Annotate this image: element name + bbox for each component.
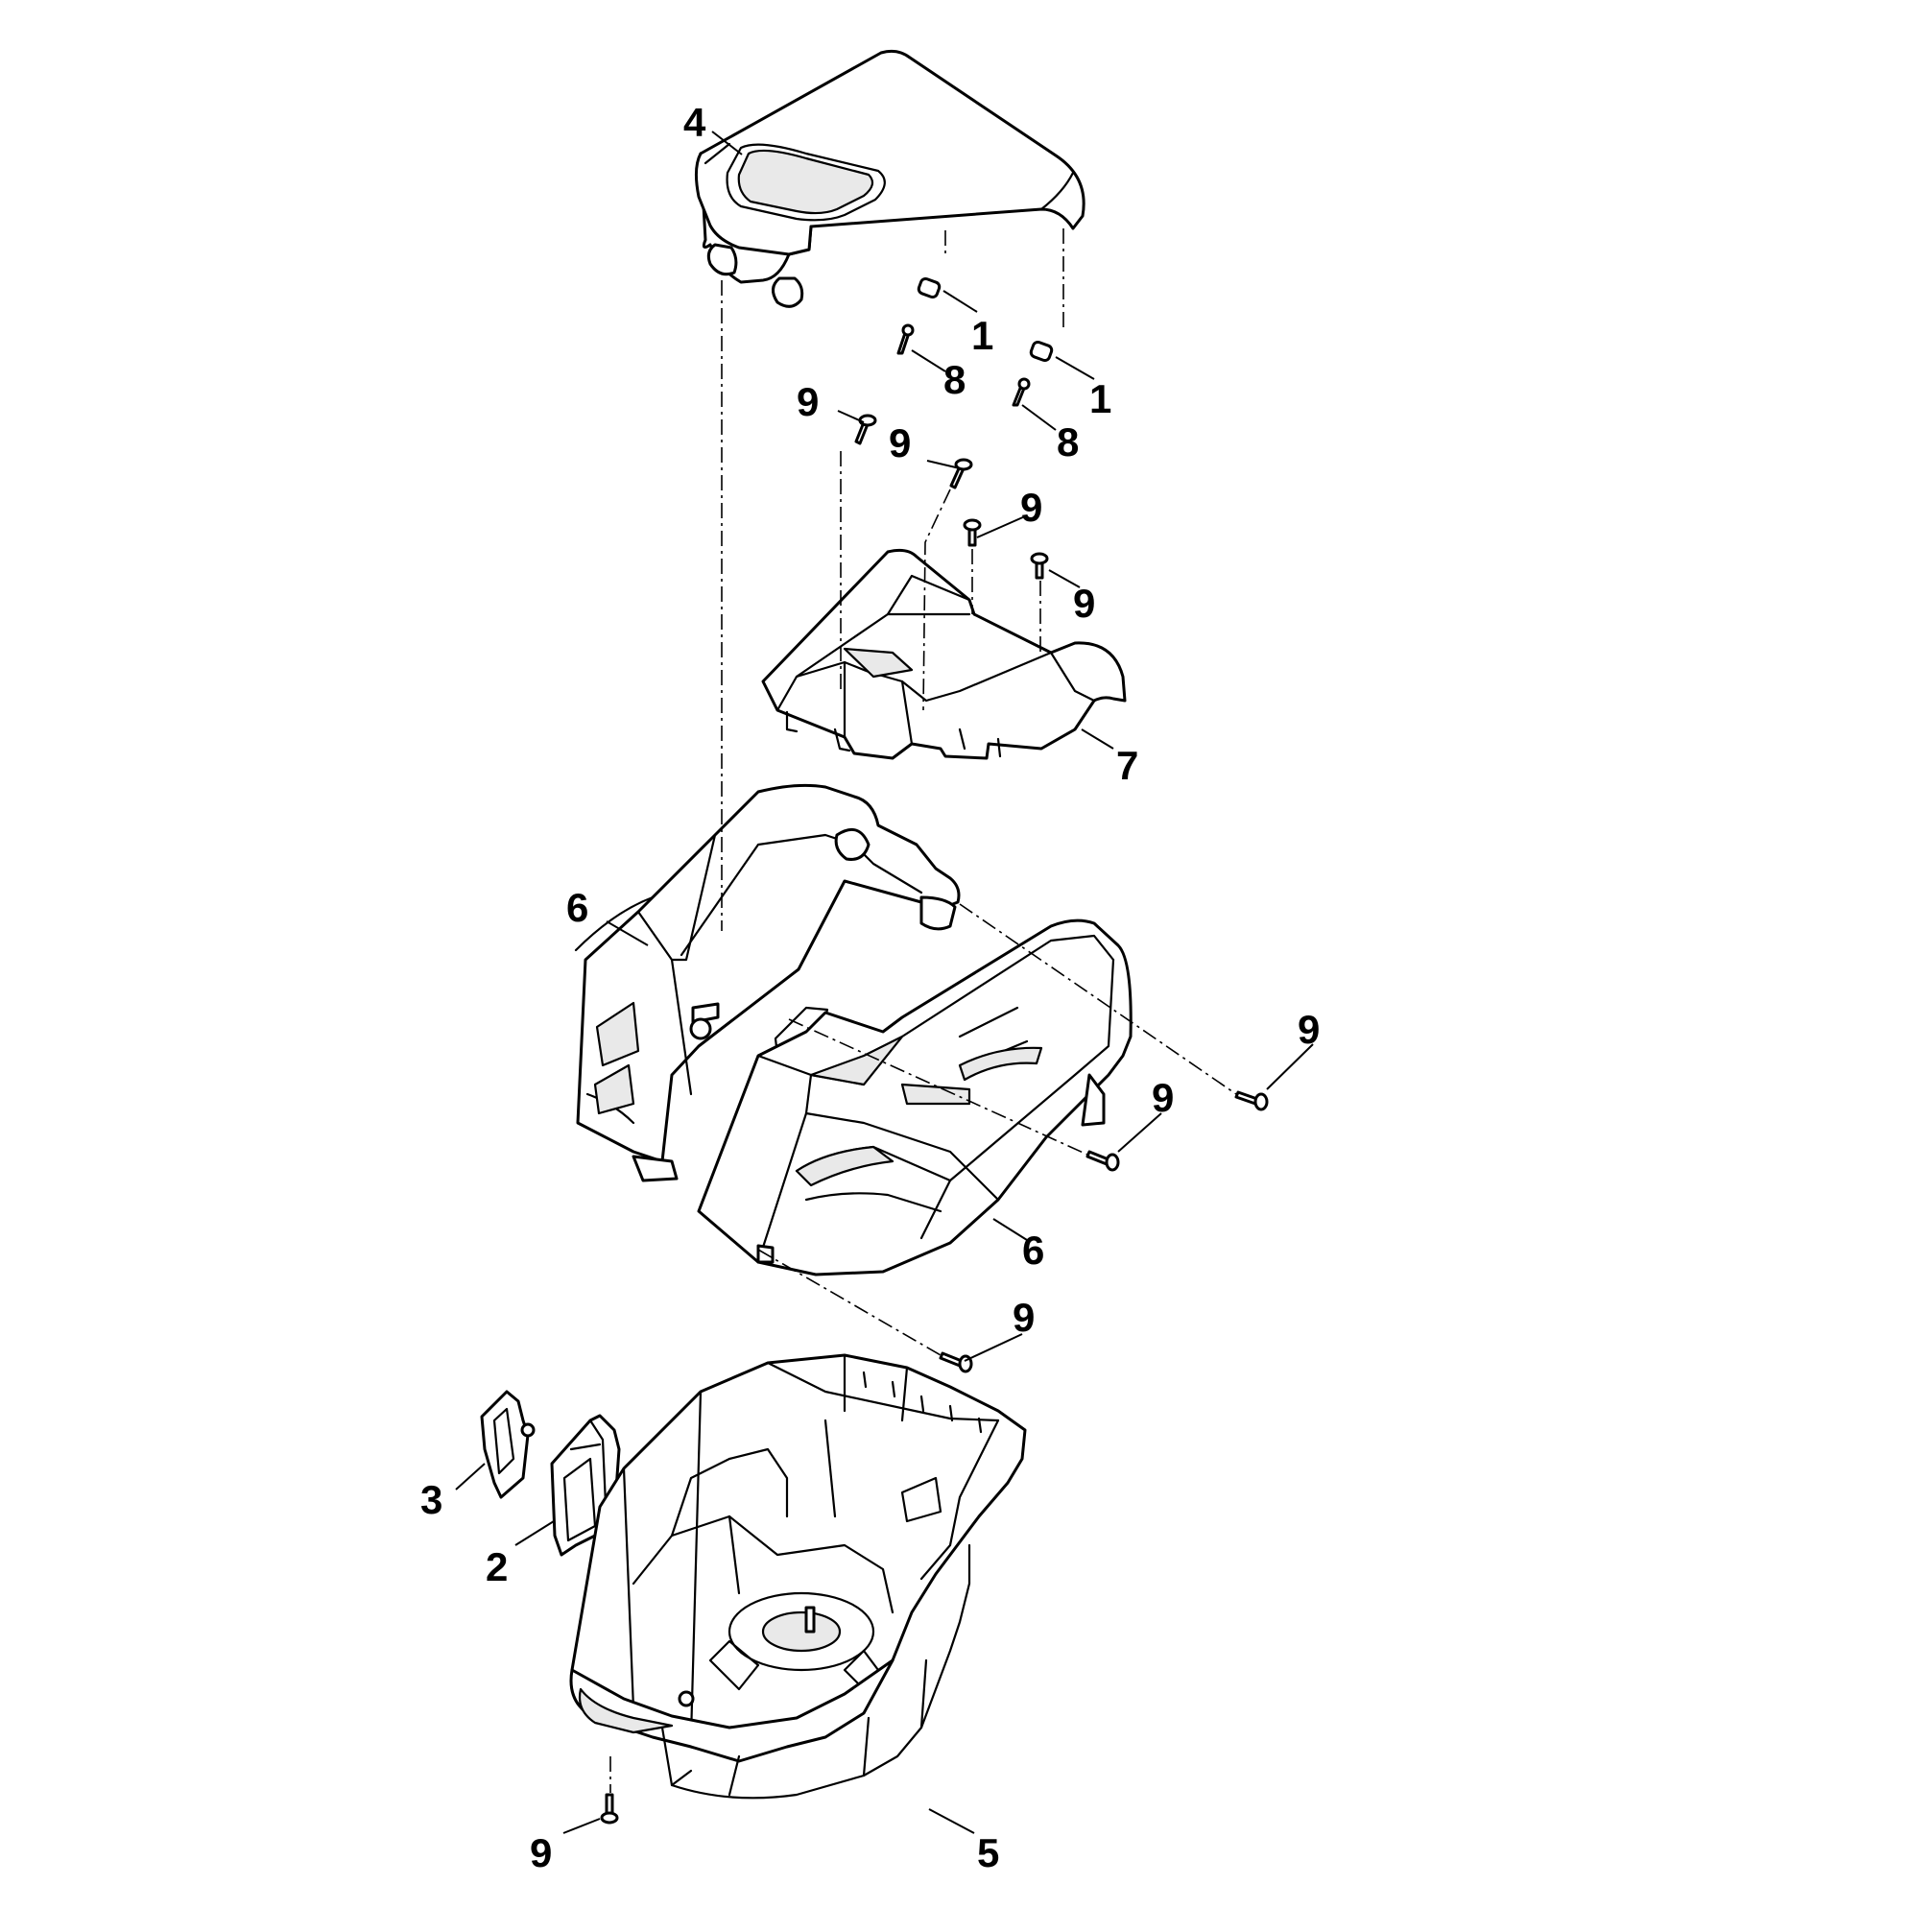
callout-9-c: 9 (1020, 485, 1042, 530)
callout-8-a: 8 (943, 357, 966, 402)
callout-6-a: 6 (566, 885, 588, 930)
part-6-housing-left (574, 783, 961, 1182)
callout-5: 5 (977, 1830, 999, 1875)
callout-4: 4 (683, 100, 706, 145)
part-6-housing-right (697, 918, 1133, 1276)
part-5-base-housing (569, 1353, 1027, 1800)
part-1-pin-a (917, 276, 942, 299)
callout-9-f: 9 (1152, 1075, 1174, 1120)
callout-1-b: 1 (1089, 376, 1111, 421)
part-8-screw-a (896, 323, 915, 355)
part-9-screw-d (1030, 552, 1049, 580)
callout-6-b: 6 (1022, 1228, 1044, 1273)
callout-9-d: 9 (1073, 581, 1095, 626)
assembly-lines (609, 228, 1237, 1793)
part-9-screw-c (963, 518, 982, 547)
part-9-screw-e (1234, 1090, 1269, 1111)
part-9-screw-h (600, 1793, 619, 1825)
callout-9-e: 9 (1298, 1007, 1320, 1052)
callout-9-h: 9 (530, 1830, 552, 1875)
part-9-screw-b (949, 458, 973, 489)
part-9-screw-f (1085, 1150, 1120, 1172)
callout-9-g: 9 (1013, 1295, 1035, 1340)
callout-8-b: 8 (1057, 419, 1079, 465)
callout-1-a: 1 (971, 313, 993, 358)
part-1-pin-b (1029, 340, 1054, 363)
callout-9-a: 9 (797, 379, 819, 424)
callout-7: 7 (1116, 743, 1138, 788)
leader-lines (455, 131, 1314, 1834)
part-7-inner-bracket (761, 548, 1127, 760)
part-9-screw-g (939, 1351, 973, 1373)
callout-9-b: 9 (889, 420, 911, 465)
part-9-screw-a (854, 414, 877, 445)
callouts: 4 1 8 1 8 9 9 9 9 7 6 9 9 6 9 3 2 5 9 (420, 100, 1320, 1875)
part-8-screw-b (1012, 377, 1031, 407)
part-4-top-cover (694, 49, 1085, 308)
callout-3: 3 (420, 1477, 442, 1522)
callout-2: 2 (486, 1544, 508, 1589)
part-3-small-bracket (480, 1390, 536, 1499)
